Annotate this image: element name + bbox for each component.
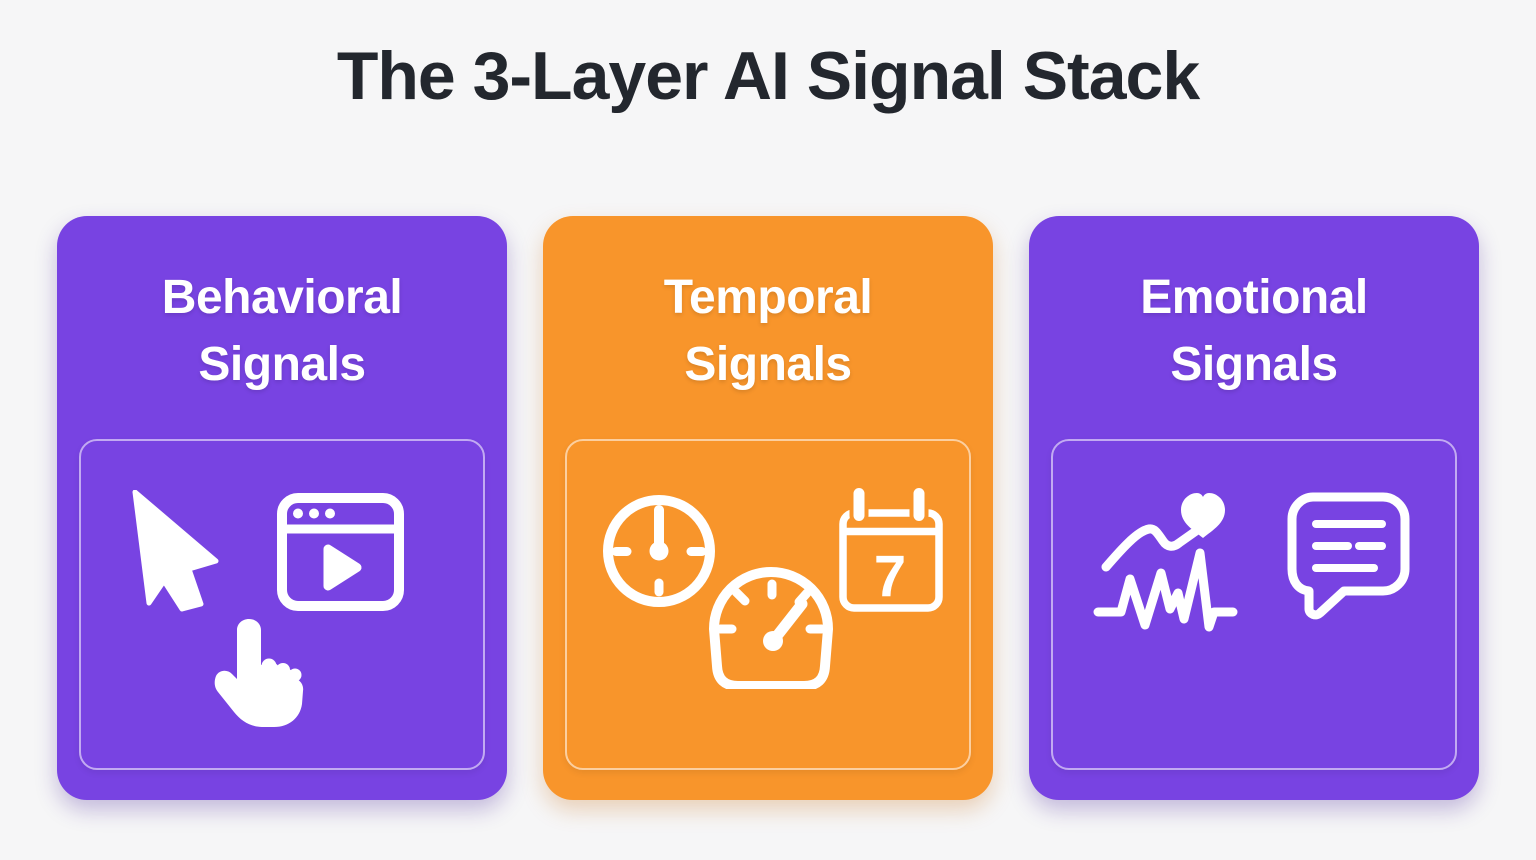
icon-panel-emotional [1051, 439, 1457, 770]
cards-row: Behavioral Signals [0, 216, 1536, 800]
page-title: The 3-Layer AI Signal Stack [336, 38, 1200, 114]
speedometer-icon [709, 567, 833, 689]
icon-panel-behavioral [79, 439, 485, 770]
card-title-line: Signals [198, 338, 366, 391]
tap-hand-icon [214, 619, 304, 727]
browser-video-player-icon [277, 493, 404, 611]
card-emotional: Emotional Signals [1029, 216, 1479, 800]
infographic: The 3-Layer AI Signal Stack Behavioral S… [0, 38, 1536, 800]
card-title-emotional: Emotional Signals [1029, 216, 1479, 398]
card-behavioral: Behavioral Signals [57, 216, 507, 800]
card-title-temporal: Temporal Signals [543, 216, 993, 398]
calendar-icon: 7 [839, 484, 943, 612]
chat-message-icon [1287, 492, 1410, 620]
cursor-arrow-icon [132, 490, 219, 612]
calendar-day-number: 7 [874, 544, 906, 609]
card-title-line: Signals [684, 338, 852, 391]
card-title-line: Emotional [1140, 271, 1368, 324]
card-title-line: Signals [1170, 338, 1338, 391]
card-title-behavioral: Behavioral Signals [57, 216, 507, 398]
heart-trend-pulse-icon [1093, 493, 1238, 632]
card-temporal: Temporal Signals [543, 216, 993, 800]
clock-icon [603, 495, 715, 607]
card-title-line: Temporal [663, 271, 873, 324]
icon-panel-temporal: 7 [565, 439, 971, 770]
card-title-line: Behavioral [161, 271, 403, 324]
